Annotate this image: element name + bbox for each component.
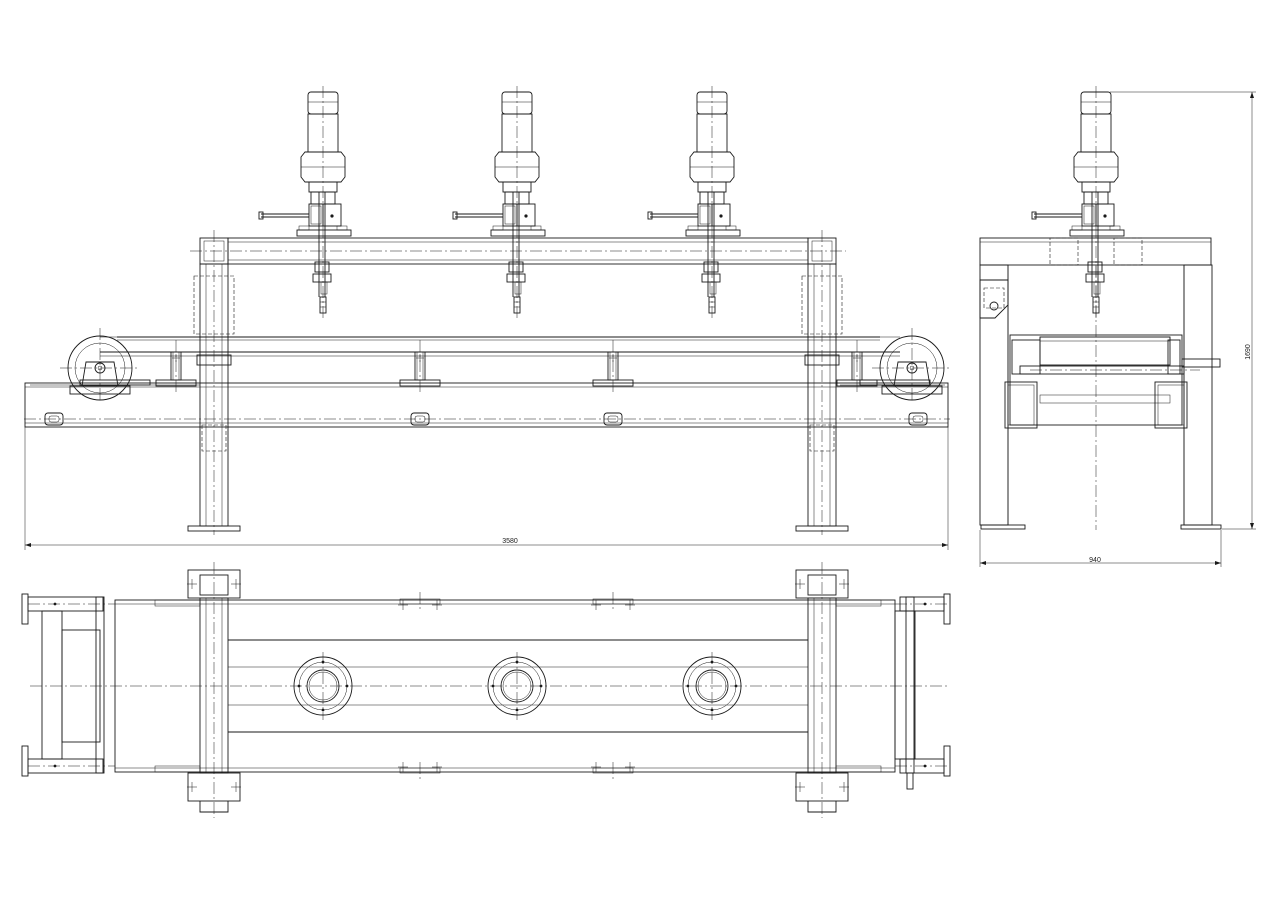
spindle-ring-1 — [293, 651, 353, 721]
height-dimension: 1690 — [1110, 91, 1256, 530]
top-cross-beam — [190, 237, 846, 265]
length-dimension-label: 3580 — [502, 538, 518, 545]
top-plan-view — [21, 562, 951, 818]
base-frame — [24, 382, 950, 540]
top-bolt-plates — [397, 592, 636, 780]
right-leg — [795, 230, 849, 535]
top-left-end-frame — [21, 593, 115, 777]
drive-unit-2 — [452, 85, 546, 321]
drive-unit-3 — [647, 85, 741, 321]
top-right-leg — [794, 562, 882, 818]
top-left-leg — [154, 562, 242, 818]
side-elevation-view: 940 1690 — [979, 85, 1256, 567]
front-elevation-view: 3580 — [24, 85, 953, 550]
right-roller-wheel — [840, 327, 953, 401]
side-roller-section — [1004, 265, 1221, 530]
left-roller-wheel — [30, 327, 200, 401]
top-right-end-frame — [894, 593, 951, 790]
width-dimension-label: 940 — [1089, 557, 1101, 564]
height-dimension-label: 1690 — [1245, 344, 1252, 360]
left-leg — [187, 230, 241, 535]
drive-unit-1 — [258, 85, 352, 321]
length-dimension: 3580 — [24, 538, 949, 550]
side-drive-unit — [1031, 85, 1125, 321]
conveyor-belt — [100, 336, 900, 357]
width-dimension: 940 — [979, 530, 1222, 567]
